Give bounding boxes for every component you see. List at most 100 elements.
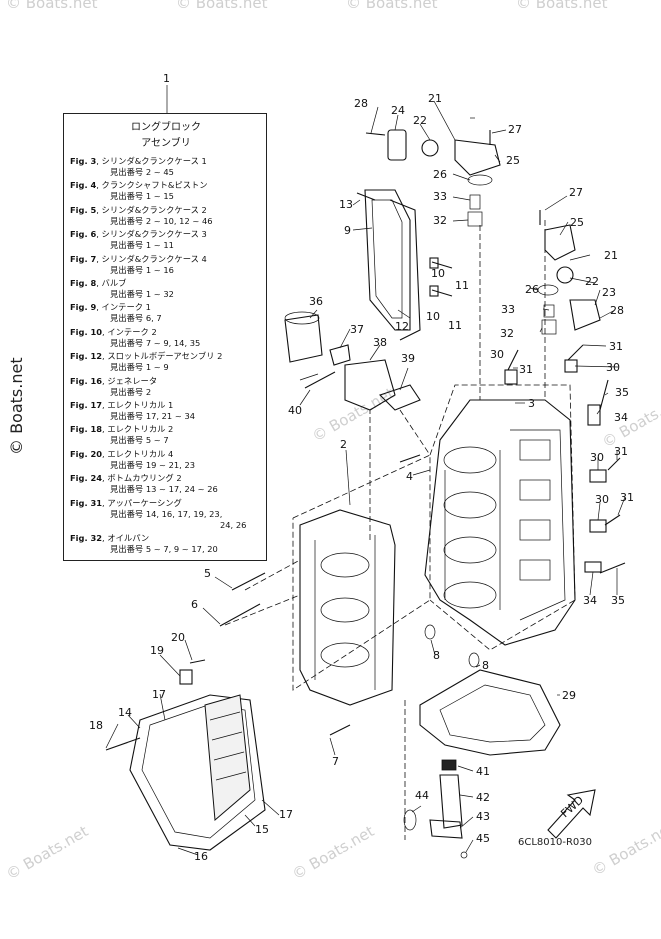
- callout-31a: 31: [519, 363, 533, 376]
- callout-10b: 10: [426, 310, 440, 323]
- callout-35a: 35: [615, 386, 629, 399]
- callout-17a: 17: [152, 688, 166, 701]
- legend-ref-fig: Fig. 31: [70, 497, 103, 508]
- legend-ref-fig: Fig. 24: [70, 473, 103, 484]
- callout-28b: 28: [610, 304, 624, 317]
- crankcase: [299, 509, 396, 706]
- callout-14: 14: [118, 706, 132, 719]
- callout-41: 41: [476, 765, 490, 778]
- callout-29: 29: [562, 689, 576, 702]
- legend-ref-name: インテーク 1: [101, 302, 151, 313]
- watermark-vertical: © Boats.net: [7, 357, 26, 455]
- legend-ref-name: シリンダ&クランクケース 3: [101, 229, 207, 240]
- legend-ref-name: アッパーケーシング: [107, 497, 182, 508]
- callout-1: 1: [163, 72, 170, 85]
- callout-3: 3: [528, 397, 535, 410]
- assembly-outline-frames: [224, 220, 576, 840]
- legend-ref-fig: Fig. 16: [70, 375, 103, 386]
- legend-ref-numbers: 見出番号 6, 7: [110, 313, 162, 324]
- callout-37: 37: [350, 323, 364, 336]
- callout-25b: 25: [570, 216, 584, 229]
- callout-36: 36: [309, 295, 323, 308]
- callout-23: 23: [602, 286, 616, 299]
- legend-ref-numbers: 見出番号 2 ~ 45: [110, 167, 174, 177]
- legend-ref-numbers: 見出番号 1 ~ 16: [110, 264, 174, 275]
- legend-ref-fig: Fig. 7: [70, 253, 97, 264]
- watermark-tile: © Boats.net: [599, 390, 661, 451]
- callout-45: 45: [476, 832, 490, 845]
- callout-6: 6: [191, 598, 198, 611]
- legend-ref-fig: Fig. 6: [70, 229, 97, 240]
- legend-ref-fig: Fig. 5: [70, 204, 97, 215]
- callout-16: 16: [194, 850, 208, 863]
- legend-ref-name: インテーク 2: [107, 326, 157, 337]
- legend-ref-fig: Fig. 17: [70, 400, 103, 410]
- callout-21a: 21: [428, 92, 442, 105]
- callout-7: 7: [332, 755, 339, 768]
- callout-33a: 33: [433, 190, 447, 203]
- callout-43: 43: [476, 810, 490, 823]
- callout-22b: 22: [585, 275, 599, 288]
- legend-ref-fig: Fig. 9: [70, 302, 97, 313]
- drawing-code: 6CL8010-R030: [518, 837, 592, 848]
- legend-ref-numbers: 見出番号 1 ~ 9: [110, 362, 169, 373]
- callout-39: 39: [401, 352, 415, 365]
- callout-27a: 27: [508, 123, 522, 136]
- callout-27b: 27: [569, 186, 583, 199]
- legend-ref-numbers: 見出番号 17, 21 ~ 34: [110, 411, 195, 421]
- callout-22a: 22: [413, 114, 427, 127]
- legend-ref-item: Fig. 16, ジェネレータ見出番号 2: [70, 375, 158, 397]
- legend-subtitle: アセンブリ: [141, 138, 191, 149]
- leader-lines: [105, 100, 626, 856]
- legend-ref-numbers: 見出番号 1 ~ 32: [110, 289, 174, 299]
- callout-30d: 30: [595, 493, 609, 506]
- legend-ref-item: Fig. 4, クランクシャフト&ピストン見出番号 1 ~ 15: [70, 180, 208, 202]
- watermark-tile: © Boats.net: [589, 818, 661, 879]
- watermark-bottom-center: © Boats.net: [289, 822, 377, 883]
- watermark-tile: © Boats.net: [176, 0, 268, 12]
- callout-21b: 21: [604, 249, 618, 262]
- legend-ref-fig: Fig. 8: [70, 278, 97, 288]
- cover-assembly: [129, 694, 266, 851]
- legend-ref-name: シリンダ&クランクケース 4: [101, 253, 207, 264]
- legend-ref-fig: Fig. 4: [70, 180, 97, 191]
- callout-25a: 25: [506, 154, 520, 167]
- legend-ref-numbers-cont: 24, 26: [220, 519, 247, 530]
- callout-26b: 26: [525, 283, 539, 296]
- exhaust-cover: [364, 189, 421, 341]
- legend-ref-name: ジェネレータ: [107, 375, 158, 386]
- legend-ref-numbers: 見出番号 1 ~ 11: [110, 240, 174, 251]
- callout-42: 42: [476, 791, 490, 804]
- legend-ref-name: スロットルボデーアセンブリ 2: [107, 351, 223, 362]
- legend-ref-name: シリンダ&クランクケース 1: [101, 156, 207, 166]
- callout-17b: 17: [279, 808, 293, 821]
- callout-11a: 11: [455, 279, 469, 292]
- callout-11b: 11: [448, 319, 462, 332]
- callout-13: 13: [339, 198, 353, 211]
- callout-30b: 30: [606, 361, 620, 374]
- oil-strainer-group: [403, 759, 468, 859]
- callout-38: 38: [373, 336, 387, 349]
- legend-ref-name: クランクシャフト&ピストン: [101, 180, 208, 191]
- cylinder-block: [424, 399, 576, 646]
- legend-ref-item: Fig. 32, オイルパン見出番号 5 ~ 7, 9 ~ 17, 20: [70, 533, 218, 554]
- gasket-29-inner: [439, 684, 546, 743]
- callout-32a: 32: [433, 214, 447, 227]
- callout-18: 18: [89, 719, 103, 732]
- callout-31b: 31: [609, 340, 623, 353]
- fwd-arrow: FWD: [547, 789, 596, 839]
- callout-9: 9: [344, 224, 351, 237]
- legend-ref-numbers: 見出番号 2: [110, 386, 152, 397]
- gasket-29: [419, 669, 561, 756]
- legend-ref-name: ボトムカウリング 2: [107, 473, 182, 484]
- callout-numbers: 1 2 3 4 5 6 7 8 8 9 10 10 11 11 12 13 14…: [89, 72, 634, 863]
- watermark-tile: © Boats.net: [346, 0, 438, 12]
- legend-ref-fig: Fig. 18: [70, 424, 103, 435]
- legend-ref-numbers: 見出番号 2 ~ 10, 12 ~ 46: [110, 215, 213, 226]
